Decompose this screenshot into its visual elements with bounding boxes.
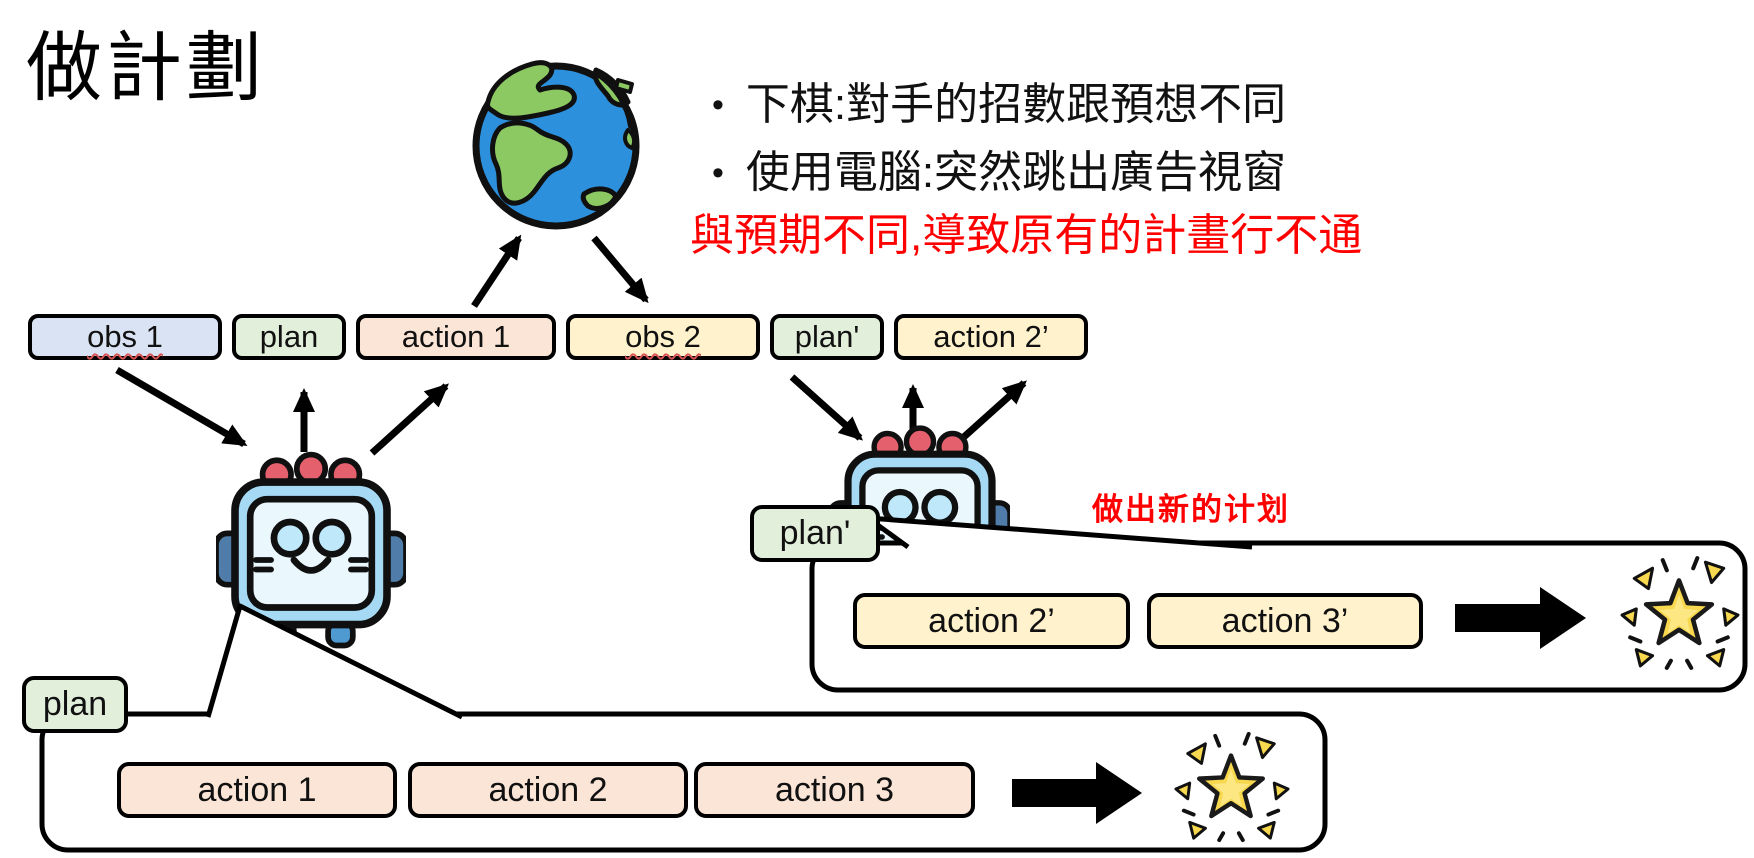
arrow-robot2-to-action2 — [953, 380, 1027, 447]
bubble2-action-3-prime: action 3’ — [1147, 593, 1423, 649]
action-label: action 3’ — [1221, 601, 1349, 640]
flow-box-label: action 2’ — [933, 319, 1049, 354]
flow-box-action-2-prime: action 2’ — [894, 314, 1088, 360]
flow-box-label: plan' — [794, 319, 860, 354]
flow-box-plan-prime: plan' — [770, 314, 884, 360]
arrow-world-to-obs2 — [591, 235, 649, 304]
bubble1-action-3: action 3 — [694, 762, 975, 818]
bullet-item: • 下棋:對手的招數跟預想不同 — [712, 80, 1286, 131]
action-label: action 3 — [774, 770, 895, 809]
plan-tag-label: plan — [42, 685, 108, 723]
bullet-text: 使用電腦:突然跳出廣告視窗 — [745, 148, 1287, 197]
block-arrow-icon — [1012, 762, 1142, 824]
flow-box-label: obs 1 — [87, 319, 163, 354]
bullet-dot: • — [712, 154, 724, 192]
flow-box-label: obs 2 — [625, 319, 701, 354]
bubble2-action-2-prime: action 2’ — [853, 593, 1130, 649]
flow-box-action-1: action 1 — [356, 314, 556, 360]
flow-box-label: plan — [259, 319, 319, 354]
flow-box-label: action 1 — [401, 319, 511, 354]
flow-box-obs-2: obs 2 — [566, 314, 760, 360]
plan-prime-tag: plan' — [750, 505, 880, 562]
arrow-obs2-to-robot2 — [789, 374, 863, 441]
action-label: action 1 — [197, 770, 317, 809]
speech-tail-1 — [205, 603, 464, 720]
new-plan-note: 做出新的计划 — [1092, 492, 1290, 527]
flow-box-obs-1: obs 1 — [28, 314, 222, 360]
arrow-robot1-to-action1 — [369, 383, 449, 456]
plan-tag: plan — [22, 676, 128, 733]
bullet-item: • 使用電腦:突然跳出廣告視窗 — [712, 148, 1286, 199]
action-label: action 2 — [488, 770, 608, 809]
action-label: action 2’ — [928, 601, 1055, 640]
bubble1-action-1: action 1 — [117, 762, 397, 818]
bubble1-action-2: action 2 — [408, 762, 688, 818]
page-title: 做計劃 — [26, 26, 266, 111]
block-arrow-icon — [1455, 587, 1586, 649]
bullet-text: 下棋:對手的招數跟預想不同 — [745, 80, 1287, 129]
globe-icon — [472, 60, 640, 230]
arrow-obs1-to-robot1 — [115, 366, 248, 448]
warning-text: 與預期不同,導致原有的計畫行不通 — [690, 211, 1363, 260]
flow-box-plan: plan — [232, 314, 346, 360]
bullet-dot: • — [712, 86, 724, 124]
arrow-action1-to-world — [471, 234, 522, 308]
plan-tag-label: plan' — [779, 514, 851, 552]
